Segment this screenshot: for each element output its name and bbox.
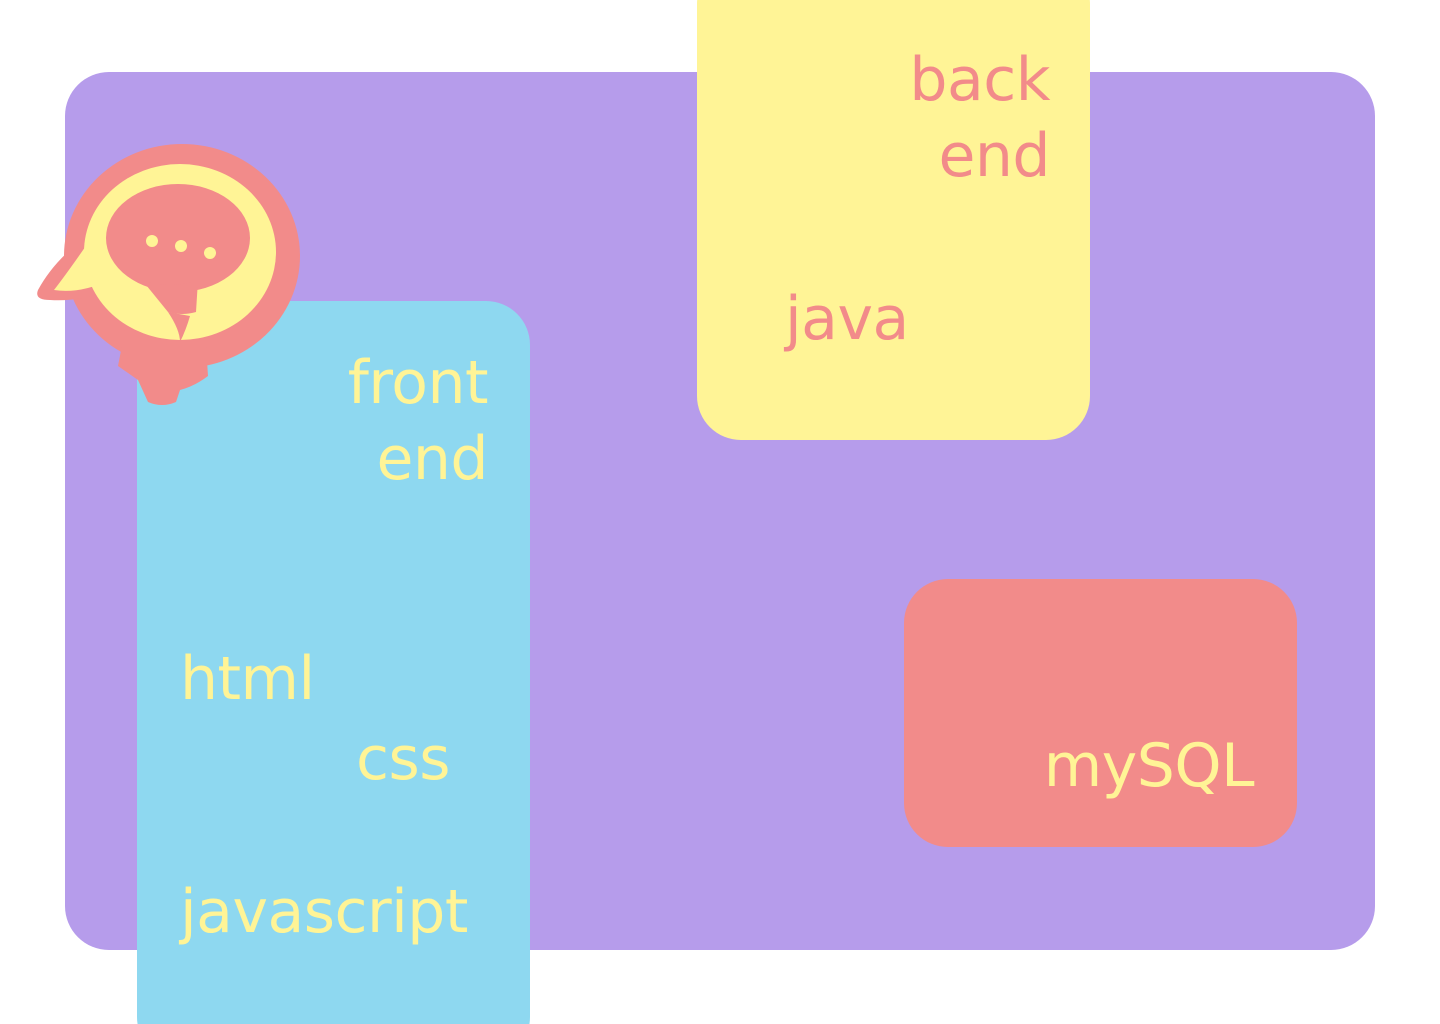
lightbulb-chat-icon — [37, 144, 300, 405]
frontend-card — [137, 301, 530, 1024]
database-card — [904, 579, 1297, 847]
frontend-title-line1: front — [347, 348, 489, 418]
chat-dots — [146, 235, 216, 259]
backend-card — [697, 0, 1090, 440]
backend-item-java: java — [785, 284, 909, 354]
database-item-mysql: mySQL — [1043, 731, 1255, 801]
frontend-title-line2: end — [376, 424, 488, 494]
backend-title-line2: end — [938, 121, 1050, 191]
frontend-item-javascript: javascript — [180, 877, 468, 947]
frontend-item-html: html — [180, 644, 315, 714]
frontend-item-css: css — [356, 724, 451, 794]
backend-title-line1: back — [909, 45, 1050, 115]
chat-bubble — [106, 184, 250, 342]
